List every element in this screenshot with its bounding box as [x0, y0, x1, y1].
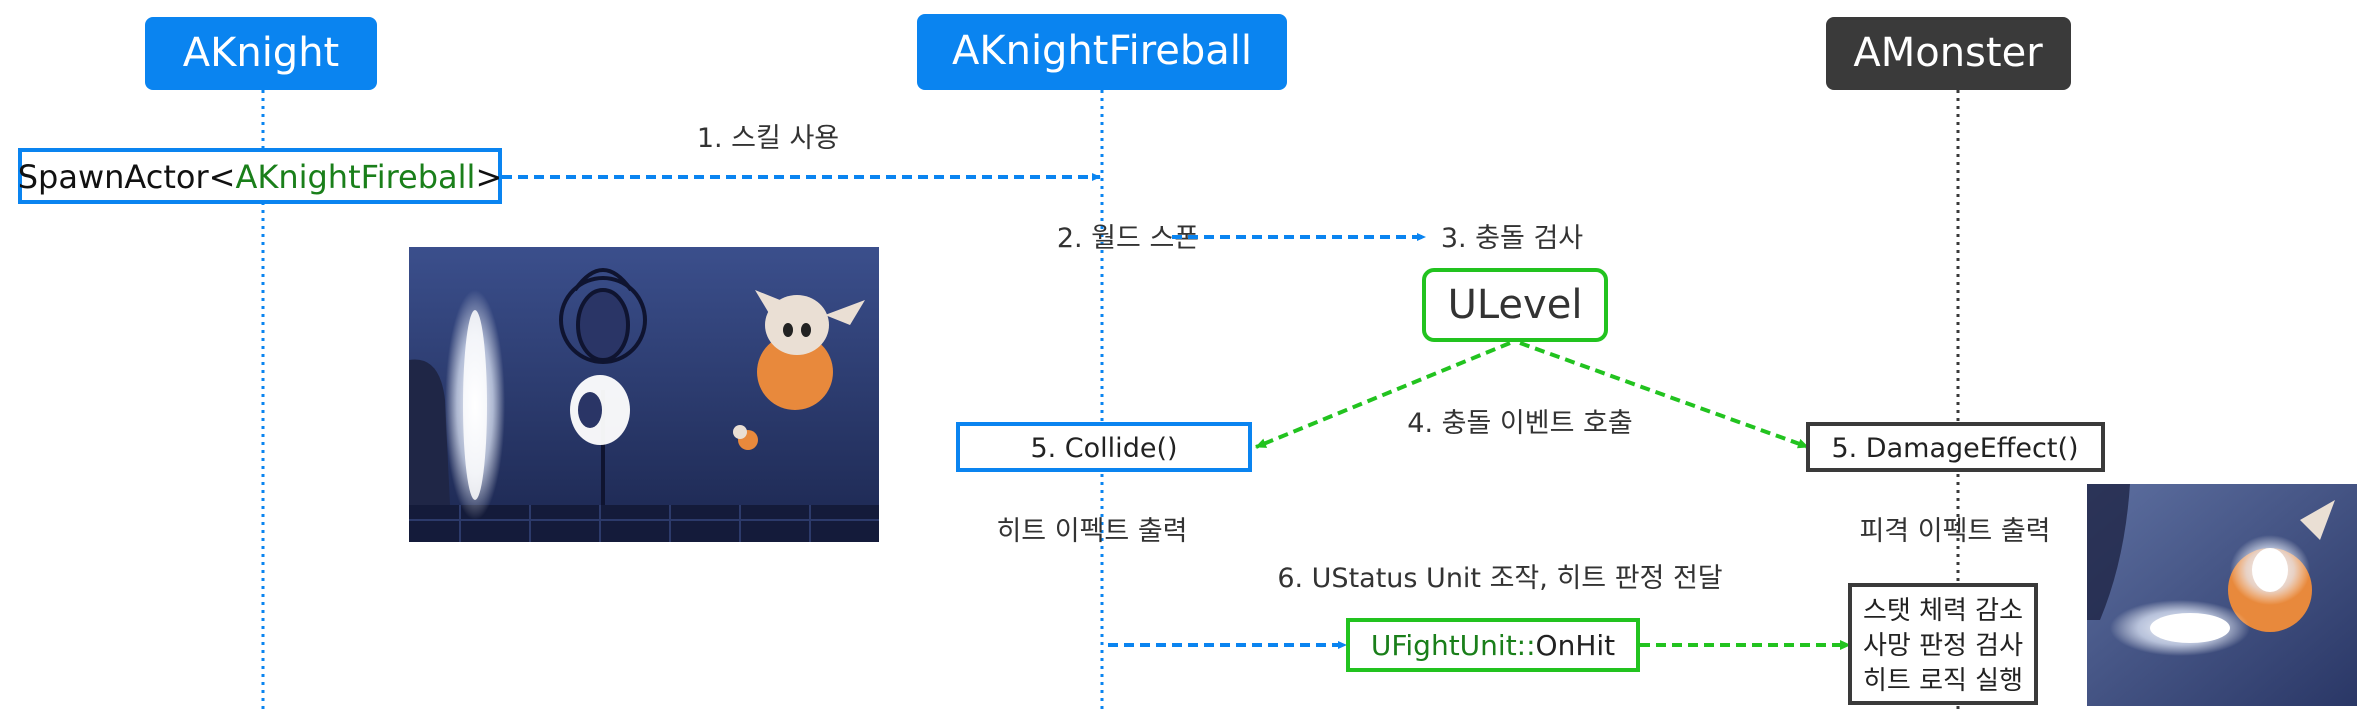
fight-unit-type: UFightUnit	[1371, 629, 1517, 662]
step4-arrow-right	[1519, 341, 1809, 449]
ulevel-label: ULevel	[1448, 282, 1583, 328]
spawn-prefix: SpawnActor<	[18, 158, 236, 196]
ulevel-box: ULevel	[1422, 268, 1608, 342]
monster-notes-box: 스탯 체력 감소 사망 판정 검사 히트 로직 실행	[1848, 583, 2038, 705]
game-screenshot-hit	[2087, 484, 2357, 706]
fight-unit-sep: ::	[1517, 629, 1536, 662]
monster-note-3: 히트 로직 실행	[1863, 666, 2023, 696]
actor-fireball: AKnightFireball	[917, 14, 1287, 90]
damage-effect-box: 5. DamageEffect()	[1806, 422, 2105, 472]
actor-knight: AKnight	[145, 17, 377, 90]
step3-label: 3. 충돌 검사	[1441, 223, 1583, 254]
damaged-effect-label: 피격 이펙트 출력	[1859, 516, 2050, 547]
step6-label: 6. UStatus Unit 조작, 히트 판정 전달	[1277, 563, 1722, 594]
collide-label: 5. Collide()	[1030, 433, 1177, 464]
monster-note-1: 스탯 체력 감소	[1863, 596, 2023, 626]
game-screenshot-attack	[409, 247, 879, 542]
step1-label: 1. 스킬 사용	[697, 123, 839, 154]
step4-label: 4. 충돌 이벤트 호출	[1407, 408, 1632, 439]
hit-effect-label: 히트 이펙트 출력	[996, 516, 1187, 547]
actor-fireball-label: AKnightFireball	[952, 28, 1252, 74]
spawn-suffix: >	[475, 158, 502, 196]
fight-unit-box: UFightUnit::OnHit	[1346, 618, 1640, 672]
svg-text:UFightUnit::OnHit: UFightUnit::OnHit	[1371, 629, 1615, 662]
damage-effect-label: 5. DamageEffect()	[1831, 433, 2078, 464]
fight-unit-method: OnHit	[1536, 629, 1616, 662]
step4-arrow-left	[1255, 341, 1511, 449]
spawn-type: AKnightFireball	[235, 158, 475, 196]
collide-box: 5. Collide()	[956, 422, 1252, 472]
actor-knight-label: AKnight	[183, 30, 339, 76]
svg-text:SpawnActor<AKnightFireball>: SpawnActor<AKnightFireball>	[18, 158, 503, 196]
actor-monster: AMonster	[1826, 17, 2071, 90]
monster-note-2: 사망 판정 검사	[1863, 631, 2023, 661]
spawn-actor-box: SpawnActor<AKnightFireball>	[18, 148, 503, 204]
actor-monster-label: AMonster	[1853, 30, 2043, 76]
